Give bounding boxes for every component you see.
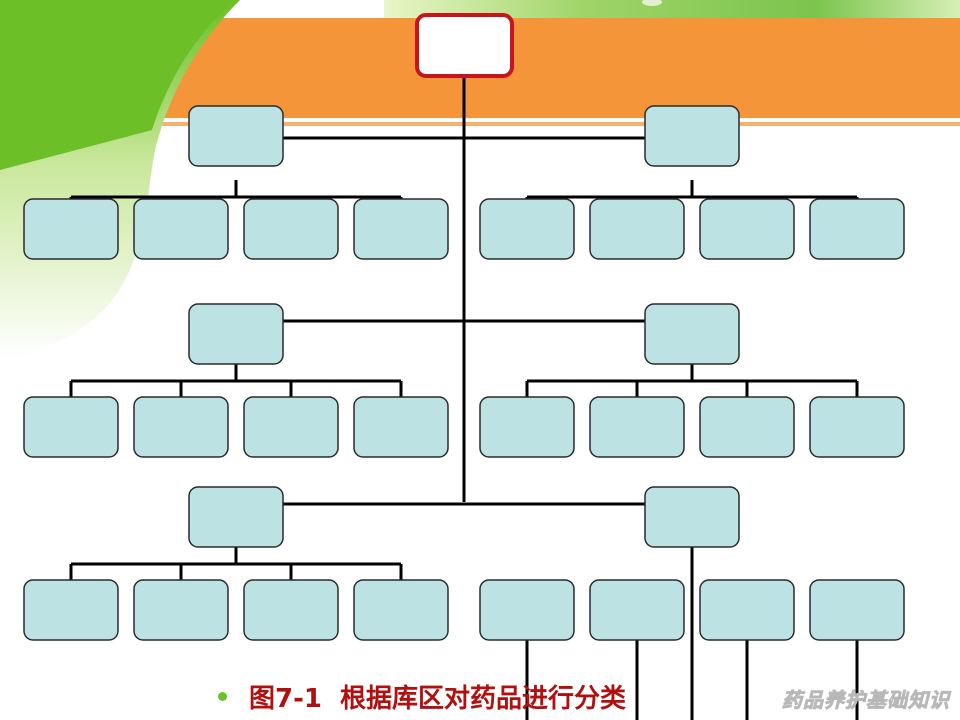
course-footer-title: 药品养护基础知识 [782, 688, 950, 713]
subcategory-node-left-2-3 [243, 396, 339, 458]
corner-green-solid [0, 0, 235, 170]
category-node-left-2 [188, 303, 284, 365]
root-node [415, 13, 514, 78]
subcategory-node-right-2-2 [589, 396, 685, 458]
subcategory-node-right-1-4 [809, 198, 905, 260]
subcategory-node-left-3-2 [133, 579, 229, 641]
subcategory-node-left-2-4 [353, 396, 449, 458]
subcategory-node-left-1-4 [353, 198, 449, 260]
subcategory-node-left-2-2 [133, 396, 229, 458]
subcategory-node-right-1-3 [699, 198, 795, 260]
figure-label: 图7-1 [249, 683, 322, 714]
category-node-right-1 [644, 105, 740, 167]
figure-title: 根据库区对药品进行分类 [339, 683, 626, 714]
subcategory-node-left-1-1 [23, 198, 119, 260]
subcategory-node-left-1-3 [243, 198, 339, 260]
header-orange-thin [150, 122, 960, 126]
subcategory-node-left-2-1 [23, 396, 119, 458]
subcategory-node-right-1-2 [589, 198, 685, 260]
subcategory-node-right-2-1 [479, 396, 575, 458]
subcategory-node-left-3-1 [23, 579, 119, 641]
subcategory-node-right-3-2 [589, 579, 685, 641]
header-white-line [150, 118, 960, 122]
caption-bullet-icon [218, 691, 227, 701]
subcategory-node-right-3-4 [809, 579, 905, 641]
subcategory-node-left-3-4 [353, 579, 449, 641]
header-orange-band [160, 18, 960, 118]
subcategory-node-right-3-1 [479, 579, 575, 641]
subcategory-node-left-1-2 [133, 198, 229, 260]
subcategory-node-left-3-3 [243, 579, 339, 641]
category-node-right-3 [644, 486, 740, 548]
subcategory-node-right-1-1 [479, 198, 575, 260]
corner-highlight [642, 0, 662, 6]
category-node-left-1 [188, 105, 284, 167]
subcategory-node-right-3-3 [699, 579, 795, 641]
category-node-right-2 [644, 303, 740, 365]
subcategory-node-right-2-4 [809, 396, 905, 458]
category-node-left-3 [188, 486, 284, 548]
subcategory-node-right-2-3 [699, 396, 795, 458]
figure-caption: 图7-1 根据库区对药品进行分类 [218, 676, 626, 716]
